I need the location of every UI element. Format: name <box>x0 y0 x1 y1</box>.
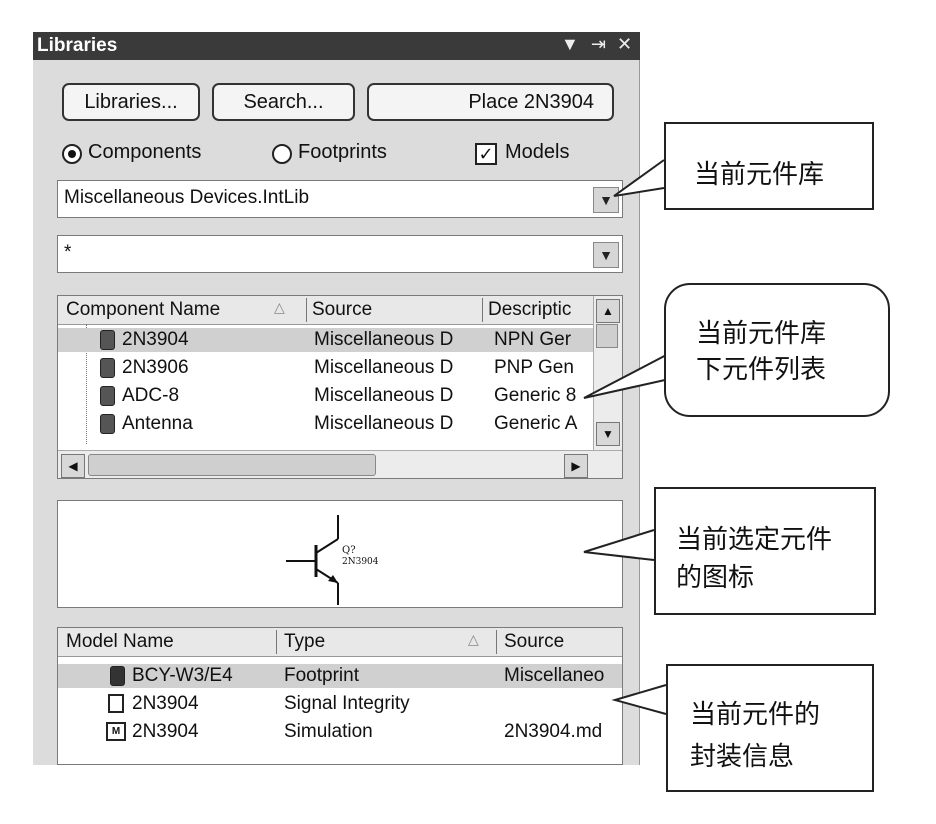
component-list-hscrollbar[interactable]: ◀ ▶ <box>58 450 622 478</box>
callout-selected-symbol: 当前选定元件 的图标 <box>654 487 876 615</box>
library-select[interactable]: Miscellaneous Devices.IntLib ▼ <box>57 180 623 218</box>
column-header-model-name[interactable]: Model Name <box>66 631 174 652</box>
vscroll-thumb[interactable] <box>596 324 618 348</box>
component-list[interactable]: Component Name △ Source Descriptic 2N390… <box>57 295 623 479</box>
preview-designator: Q? <box>342 545 356 556</box>
callout-package-info: 当前元件的 封装信息 <box>666 664 874 792</box>
components-label: Components <box>88 141 202 163</box>
list-item[interactable]: 2N3906 Miscellaneous D PNP Gen <box>58 356 594 380</box>
search-button[interactable]: Search... <box>212 83 355 121</box>
sort-ascending-icon: △ <box>468 631 479 647</box>
filter-select[interactable]: * ▼ <box>57 235 623 273</box>
component-list-header: Component Name △ Source Descriptic <box>58 296 594 325</box>
scroll-down-icon[interactable]: ▼ <box>596 422 620 446</box>
libraries-button[interactable]: Libraries... <box>62 83 200 121</box>
components-radio[interactable] <box>62 144 82 164</box>
scroll-up-icon[interactable]: ▲ <box>596 299 620 323</box>
place-button[interactable]: Place 2N3904 <box>367 83 614 121</box>
model-list[interactable]: Model Name Type △ Source BCY-W3/E4 Footp… <box>57 627 623 765</box>
list-item[interactable]: Antenna Miscellaneous D Generic A <box>58 412 594 436</box>
table-row[interactable]: BCY-W3/E4 Footprint Miscellaneo <box>58 664 622 688</box>
callout-current-library: 当前元件库 <box>664 122 874 210</box>
symbol-preview: Q? 2N3904 <box>57 500 623 608</box>
footprints-label: Footprints <box>298 141 387 163</box>
panel-title-bar: Libraries ▼ ⇥ ✕ <box>33 32 640 60</box>
component-chip-icon <box>100 386 115 406</box>
footprints-radio[interactable] <box>272 144 292 164</box>
transistor-symbol-icon: Q? 2N3904 <box>286 515 379 605</box>
filter-select-value: * <box>64 242 72 263</box>
panel-close-icon[interactable]: ✕ <box>617 34 633 54</box>
sort-ascending-icon: △ <box>274 299 285 315</box>
table-row[interactable]: 2N3904 Signal Integrity <box>58 692 622 716</box>
callout-component-list: 当前元件库 下元件列表 <box>664 283 890 417</box>
list-item[interactable]: 2N3904 Miscellaneous D NPN Ger <box>58 328 594 352</box>
chevron-down-icon[interactable]: ▼ <box>593 187 619 213</box>
models-label: Models <box>505 141 570 163</box>
chevron-down-icon[interactable]: ▼ <box>593 242 619 268</box>
footprint-icon <box>110 666 125 686</box>
scroll-left-icon[interactable]: ◀ <box>61 454 85 478</box>
preview-part: 2N3904 <box>342 557 379 567</box>
column-header-type[interactable]: Type <box>284 631 326 652</box>
models-checkbox[interactable]: ✓ <box>475 143 497 165</box>
hscroll-thumb[interactable] <box>88 454 376 476</box>
panel-menu-icon[interactable]: ▼ <box>561 34 579 54</box>
scroll-right-icon[interactable]: ▶ <box>564 454 588 478</box>
model-list-header: Model Name Type △ Source <box>58 628 622 657</box>
column-header-component-name[interactable]: Component Name <box>66 299 221 320</box>
column-header-model-source[interactable]: Source <box>504 631 565 652</box>
panel-pin-icon[interactable]: ⇥ <box>591 34 607 54</box>
document-icon <box>108 694 124 713</box>
component-chip-icon <box>100 330 115 350</box>
component-chip-icon <box>100 358 115 378</box>
list-item[interactable]: ADC-8 Miscellaneous D Generic 8 <box>58 384 594 408</box>
component-list-vscrollbar[interactable]: ▲ ▼ <box>593 296 622 450</box>
simulation-model-icon: M <box>106 722 126 741</box>
panel-title: Libraries <box>37 35 118 56</box>
library-select-value: Miscellaneous Devices.IntLib <box>64 187 310 208</box>
column-header-source[interactable]: Source <box>312 299 373 320</box>
component-chip-icon <box>100 414 115 434</box>
column-header-description[interactable]: Descriptic <box>488 299 572 320</box>
table-row[interactable]: M 2N3904 Simulation 2N3904.md <box>58 720 622 744</box>
